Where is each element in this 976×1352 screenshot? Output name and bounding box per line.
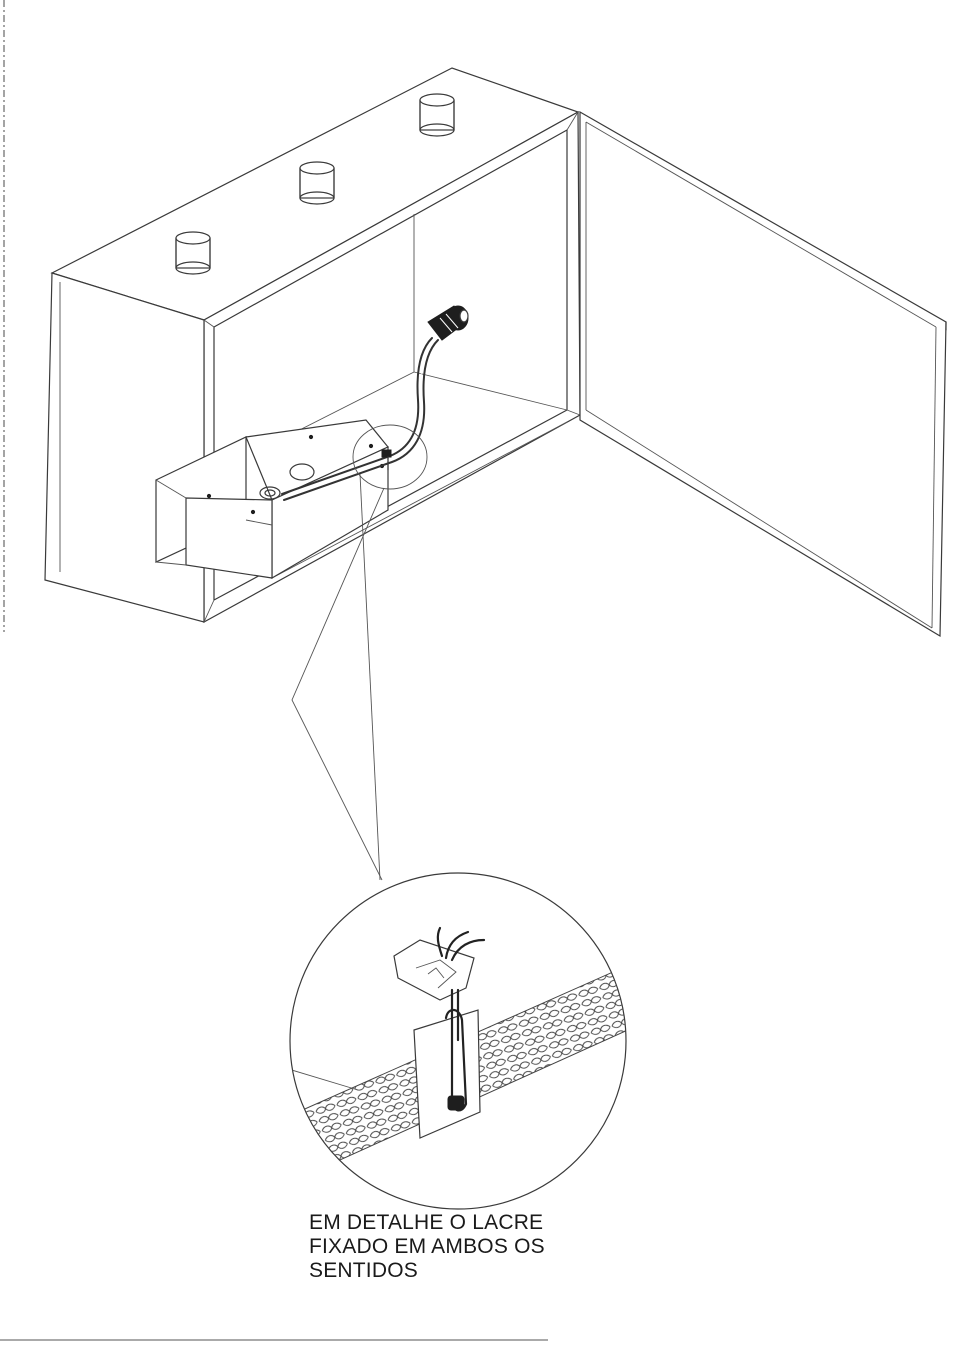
seal-callout [291, 424, 428, 881]
knob-left [175, 231, 211, 275]
connector-plug [427, 305, 469, 341]
detail-view [289, 872, 627, 1210]
seal-location-circle [352, 424, 428, 490]
top-knobs [175, 93, 455, 275]
internal-module [155, 419, 389, 580]
cabinet-door [579, 110, 947, 638]
detail-caption: EM DETALHE O LACRE FIXADO EM AMBOS OS SE… [309, 1211, 629, 1283]
caption-line-2: FIXADO EM AMBOS OS [309, 1235, 545, 1258]
caption-line-1: EM DETALHE O LACRE [309, 1211, 544, 1234]
knob-right [419, 93, 455, 137]
caption-line-3: SENTIDOS [309, 1259, 418, 1282]
cable [281, 337, 439, 501]
module-port [289, 463, 315, 481]
leader-line [291, 487, 385, 881]
cabinet-inner-floor [413, 371, 568, 411]
door-panel [579, 110, 947, 638]
knob-middle [299, 161, 335, 205]
cabinet-left-face [44, 272, 205, 623]
